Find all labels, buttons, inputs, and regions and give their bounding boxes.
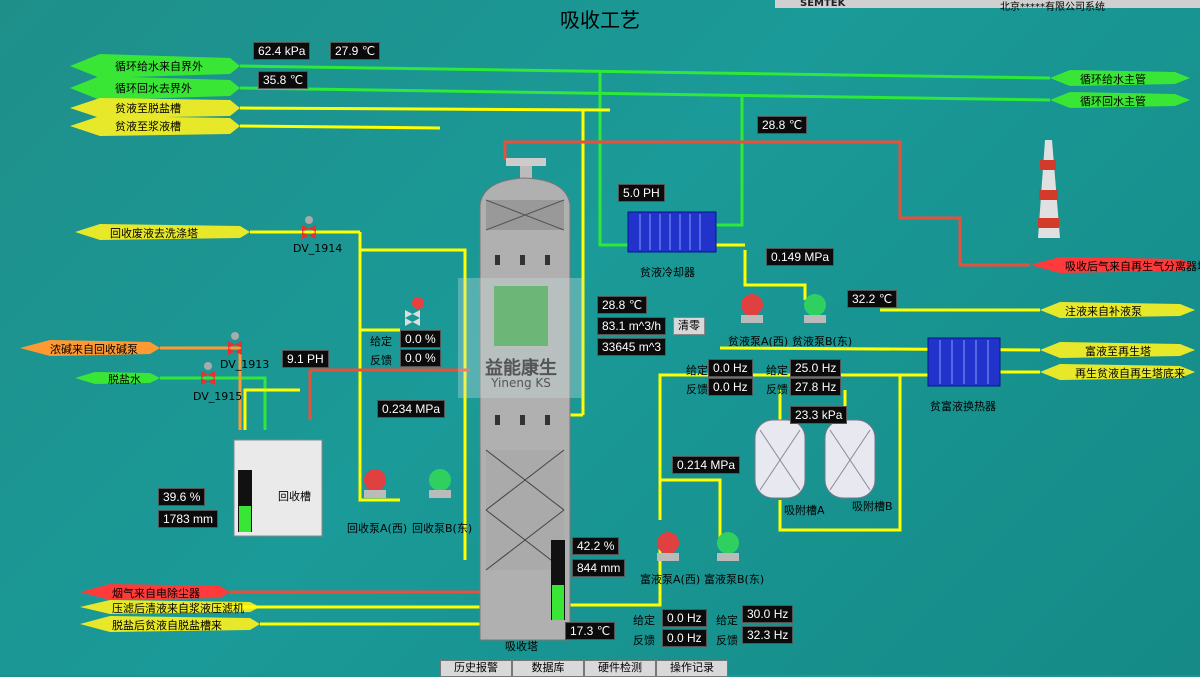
logo-subtext: Yineng KS [491,376,551,390]
pressure-lean-readout: 0.149 MPa [766,248,835,266]
set-rich-a-readout: 0.0 Hz [662,609,707,627]
pipe-label-circ-supply: 循环给水来自界外 [115,60,203,73]
top-right-text: 北京*****有限公司系统 [1000,2,1105,13]
valves[interactable] [201,216,424,385]
pipe-arrows-left [20,54,260,632]
temp-lean-pump-readout: 32.2 ℃ [847,290,898,308]
pressure-top-readout: 62.4 kPa [253,42,311,60]
pipe-label-lean-desalt: 贫液至脱盐槽 [115,102,181,115]
temp-top-readout: 27.9 ℃ [330,42,381,60]
tab-database[interactable]: 数据库 [512,660,584,677]
pipe-label-regen-gas: 吸收后气来自再生气分离器塔 [1065,260,1200,273]
tower-label: 吸收塔 [505,640,538,653]
pipe-label-circ-return-main: 循环回水主管 [1080,95,1146,108]
fb-label-rich-a: 反馈 [633,634,655,647]
top-bar [775,0,1200,8]
watermark-logo: 益能康生 Yineng KS [458,278,584,398]
recovery-pump-b-label: 回收泵B(东) [412,522,473,535]
set-label-lean-a: 给定 [686,364,708,377]
recovery-tank-label: 回收槽 [278,490,311,503]
rich-pump-b-label: 富液泵B(东) [704,573,765,586]
recovery-pump-a-label: 回收泵A(西) [347,522,408,535]
cooler-label: 贫液冷却器 [640,266,695,279]
recovery-level-mm: 1783 mm [158,510,219,528]
pipe-label-flue-gas: 烟气来自电除尘器 [112,587,200,600]
chimney [1038,140,1060,238]
lean-cooler [627,211,717,253]
ph-recovery-readout: 9.1 PH [282,350,329,368]
recovery-level-pct: 39.6 % [158,488,206,506]
top-brand: SEMTEK [800,0,846,9]
lean-pump-a-label: 贫液泵A(西) [728,335,789,348]
ph-cooler-readout: 5.0 PH [618,184,665,202]
recovery-tank [233,439,323,537]
pressure-recovery-readout: 0.234 MPa [377,400,446,418]
set-label-rich-a: 给定 [633,614,655,627]
adsorption-tanks [754,419,876,499]
set-label-rich-b: 给定 [716,614,738,627]
tab-history-alarm[interactable]: 历史报警 [440,660,512,677]
logo-mark-icon [494,286,548,346]
pipe-label-regen-lean: 再生贫液自再生塔底来 [1075,367,1185,380]
absorption-tower [479,158,571,641]
ads-tank-b-label: 吸附槽B [852,500,893,513]
set-rich-b-readout: 30.0 Hz [742,605,794,623]
set-recov-readout: 0.0 % [400,330,441,348]
logo-text: 益能康生 [485,358,557,379]
set-label-lean-b: 给定 [766,364,788,377]
tower-level-mm: 844 mm [572,559,626,577]
temp-tower-readout: 28.8 ℃ [597,296,648,314]
fb-label-lean-a: 反馈 [686,383,708,396]
pipe-label-filtrate: 压滤后清液来自浆液压滤机 [112,602,244,615]
green-pipes [160,64,1051,430]
pipe-label-rich-regen: 富液至再生塔 [1085,345,1151,358]
pipe-label-makeup: 注液来自补液泵 [1065,305,1142,318]
red-pipes [230,140,1030,594]
rich-pump-a-label: 富液泵A(西) [640,573,701,586]
pumps[interactable] [364,294,826,561]
fb-lean-a-readout: 0.0 Hz [708,378,753,396]
valve-dv1914-label: DV_1914 [293,242,343,255]
heat-exchanger [927,337,1001,387]
valve-dv1915-label: DV_1915 [193,390,243,403]
pipe-label-caustic: 浓碱来自回收碱泵 [50,343,138,356]
heat-exchanger-label: 贫富液换热器 [930,400,996,413]
pipe-label-circ-supply-main: 循环给水主管 [1080,73,1146,86]
fb-label-lean-b: 反馈 [766,383,788,396]
pipe-label-desalted-lean: 脱盐后贫液自脱盐槽来 [112,619,222,632]
valve-dv1913-label: DV_1913 [220,358,270,371]
pipe-label-circ-return: 循环回水去界外 [115,82,192,95]
total-flow-readout: 33645 m^3 [597,338,667,356]
pressure-rich-readout: 0.214 MPa [672,456,741,474]
pressure-ads-readout: 23.3 kPa [790,406,848,424]
pipe-label-lean-slurry: 贫液至浆液槽 [115,120,181,133]
temp-return-readout: 35.8 ℃ [258,71,309,89]
ads-tank-a-label: 吸附槽A [784,504,825,517]
page-title: 吸收工艺 [560,8,640,32]
pipe-label-recov-waste: 回收废液去洗涤塔 [110,227,198,240]
pipe-label-desalt-water: 脱盐水 [108,373,141,386]
orange-pipes [160,346,242,430]
fb-recov-readout: 0.0 % [400,349,441,367]
lean-pump-b-label: 贫液泵B(东) [792,335,853,348]
fb-rich-b-readout: 32.3 Hz [742,626,794,644]
set-lean-a-readout: 0.0 Hz [708,359,753,377]
fb-label-rich-b: 反馈 [716,634,738,647]
fb-rich-a-readout: 0.0 Hz [662,629,707,647]
set-label-recov: 给定 [370,335,392,348]
set-lean-b-readout: 25.0 Hz [790,359,842,377]
tower-level-pct: 42.2 % [572,537,620,555]
temp-bottom-readout: 17.3 ℃ [565,622,616,640]
fb-label-recov: 反馈 [370,354,392,367]
tab-operation-log[interactable]: 操作记录 [656,660,728,677]
flow-rate-readout: 83.1 m^3/h [597,317,666,335]
pipe-arrows-right [1030,70,1195,380]
fb-lean-b-readout: 27.8 Hz [790,378,842,396]
temp-flue-readout: 28.8 ℃ [757,116,808,134]
tab-hardware-check[interactable]: 硬件检测 [584,660,656,677]
clear-button[interactable]: 清零 [673,317,705,335]
